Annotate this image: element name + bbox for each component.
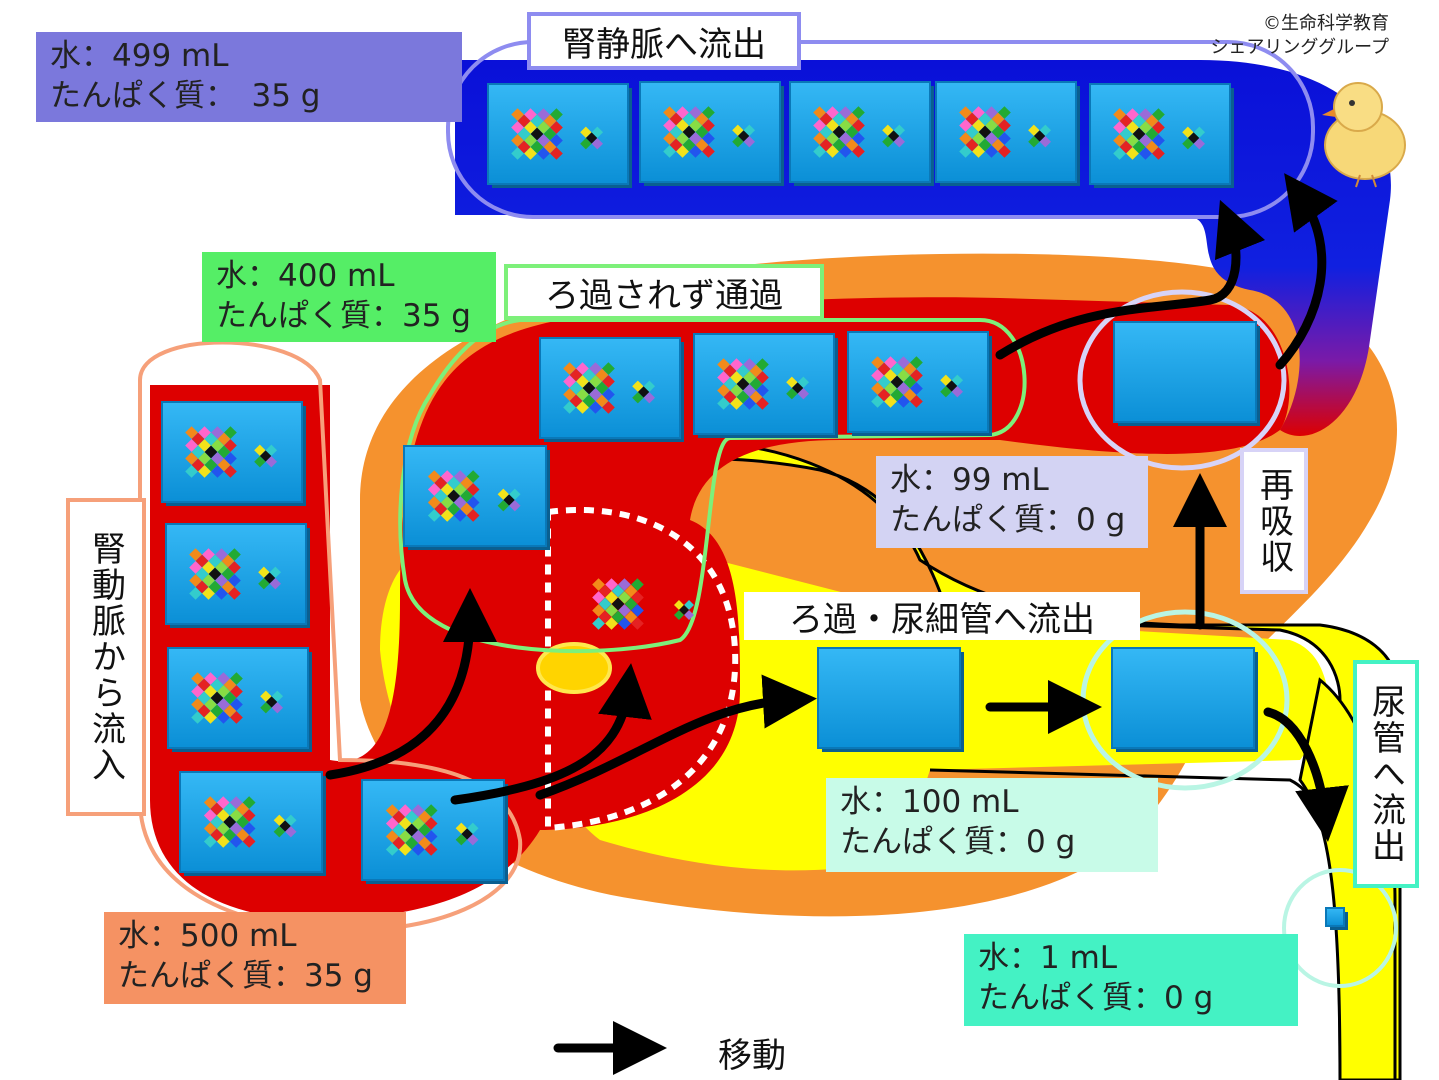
substance-block: [639, 81, 784, 186]
protein-cluster-icon: [592, 578, 644, 630]
substance-block: [1325, 907, 1348, 930]
title-text: 尿管へ流出: [1365, 684, 1406, 864]
unfiltered-group-outline: [398, 318, 1027, 654]
substance-block: [539, 337, 684, 442]
substance-block: [167, 647, 312, 752]
water-amount: 水：1 mL: [978, 940, 1118, 976]
small-protein-icon: [732, 124, 756, 148]
title-reabsorption: 再吸収: [1240, 448, 1308, 594]
protein-cluster-icon: [1113, 108, 1165, 160]
protein-amount: たんぱく質： 35 g: [50, 78, 321, 114]
substance-block: [1089, 83, 1234, 188]
title-text: ろ過・尿細管へ流出: [789, 599, 1095, 640]
amount-box-unfiltered: 水：400 mL たんぱく質：35 g: [202, 252, 496, 342]
small-protein-icon: [882, 124, 906, 148]
protein-cluster-icon: [663, 106, 715, 158]
title-renal-vein-out: 腎静脈へ流出: [527, 12, 801, 70]
amount-box-urine: 水：1 mL たんぱく質：0 g: [964, 934, 1298, 1026]
chick-mascot-icon: [1322, 82, 1406, 188]
small-protein-icon: [254, 444, 278, 468]
small-protein-icon: [632, 380, 656, 404]
title-to-ureter: 尿管へ流出: [1353, 660, 1419, 888]
artery-group-outline: [138, 340, 523, 933]
substance-block: [935, 81, 1080, 186]
substance-block: [847, 331, 992, 436]
reabsorb-circle: [1077, 289, 1287, 471]
water-amount: 水：99 mL: [890, 462, 1049, 498]
protein-cluster-icon: [717, 358, 769, 410]
title-text: 再吸収: [1253, 467, 1294, 575]
arrow-icon: [325, 588, 497, 780]
protein-cluster-icon: [959, 106, 1011, 158]
small-protein-icon: [580, 126, 604, 150]
protein-cluster-icon: [871, 356, 923, 408]
substance-block: [403, 445, 550, 550]
small-protein-icon: [674, 600, 694, 620]
title-renal-artery-in: 腎動脈から流入: [66, 498, 146, 816]
arrow-icon: [535, 674, 817, 800]
small-protein-icon: [1028, 124, 1052, 148]
protein-amount: たんぱく質：0 g: [840, 824, 1076, 860]
legend-label: 移動: [718, 1036, 786, 1076]
protein-cluster-icon: [813, 106, 865, 158]
title-pass-unfiltered: ろ過されず通過: [504, 264, 824, 320]
credit-line: シェアリンググループ: [1210, 37, 1389, 58]
water-amount: 水：100 mL: [840, 784, 1019, 820]
amount-box-filtered: 水：100 mL たんぱく質：0 g: [826, 778, 1158, 872]
protein-cluster-icon: [189, 548, 241, 600]
substance-blocks: [161, 81, 1348, 930]
substance-block: [161, 401, 306, 506]
protein-amount: たんぱく質：0 g: [890, 502, 1126, 538]
arrow-icon: [1263, 707, 1349, 842]
urine-circle: [1282, 868, 1398, 988]
substance-block: [1113, 321, 1260, 426]
substance-block: [165, 523, 310, 628]
amount-box-renal-vein: 水：499 mL たんぱく質： 35 g: [36, 32, 462, 122]
amount-box-reabsorbed: 水：99 mL たんぱく質：0 g: [876, 456, 1148, 548]
protein-cluster-icon: [427, 470, 480, 522]
water-amount: 水：400 mL: [216, 258, 395, 294]
protein-amount: たんぱく質：0 g: [978, 980, 1214, 1016]
small-protein-icon: [260, 690, 284, 714]
title-text: 腎静脈へ流出: [562, 24, 766, 65]
protein-cluster-icon: [191, 672, 243, 724]
small-protein-icon: [258, 566, 282, 590]
water-amount: 水：500 mL: [118, 918, 297, 954]
substance-block: [179, 771, 326, 876]
small-protein-icon: [273, 814, 297, 838]
small-protein-icon: [786, 376, 810, 400]
title-text: 腎動脈から流入: [85, 531, 126, 783]
substance-block: [361, 779, 508, 884]
protein-cluster-icon: [563, 362, 615, 414]
title-filtration: ろ過・尿細管へ流出: [744, 592, 1140, 640]
water-amount: 水：499 mL: [50, 38, 229, 74]
amount-box-artery: 水：500 mL たんぱく質：35 g: [104, 912, 406, 1004]
protein-cluster-icon: [385, 804, 438, 856]
substance-block: [693, 333, 838, 438]
arrow-icon: [450, 663, 652, 805]
substance-block: [487, 83, 632, 188]
protein-amount: たんぱく質：35 g: [216, 298, 471, 334]
substance-block: [817, 647, 964, 752]
protein-cluster-icon: [511, 108, 563, 160]
flow-arrows: [325, 173, 1349, 1075]
credit-line: ©生命科学教育: [1263, 13, 1389, 34]
substance-block: [789, 81, 934, 186]
title-text: ろ過されず通過: [545, 275, 783, 316]
substance-block: [1111, 647, 1258, 752]
protein-cluster-icon: [203, 796, 256, 848]
vein-group-outline: [446, 40, 1315, 219]
arrow-icon: [995, 199, 1266, 360]
small-protein-icon: [455, 822, 479, 846]
small-protein-icon: [940, 374, 964, 398]
credit: ©生命科学教育 シェアリンググループ: [1210, 12, 1389, 60]
arrow-icon: [1275, 173, 1338, 370]
protein-cluster-icon: [185, 426, 237, 478]
small-protein-icon: [1182, 126, 1206, 150]
protein-amount: たんぱく質：35 g: [118, 958, 373, 994]
